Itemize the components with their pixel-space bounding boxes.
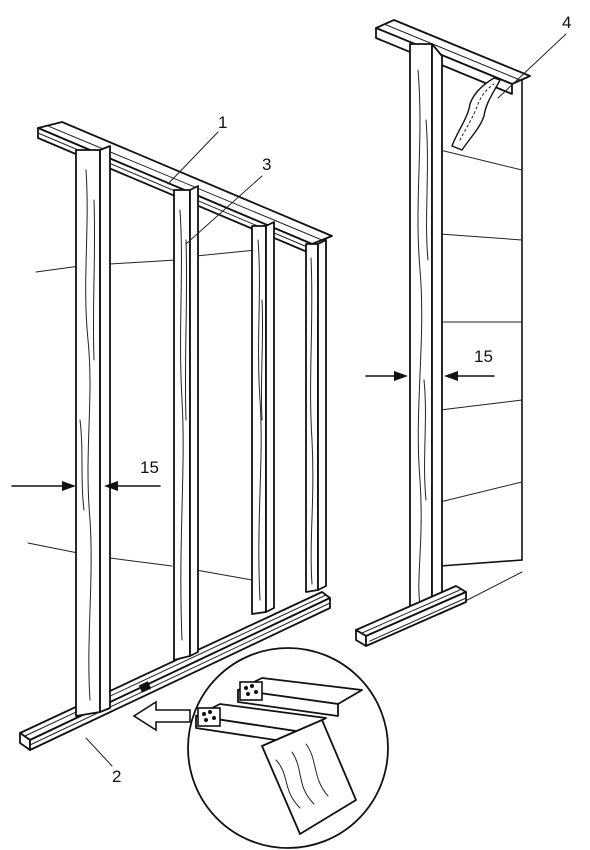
background-wall-lines — [27, 249, 257, 581]
stud-front — [75, 145, 111, 717]
left-dimension-label: 15 — [140, 458, 159, 477]
left-dimension: 15 — [11, 458, 161, 491]
right-sheathed-wall — [355, 19, 531, 647]
joint-detail-circle — [132, 647, 389, 849]
sole-connector-mark — [138, 681, 152, 693]
callout-1: 1 — [167, 113, 227, 185]
stud-end — [305, 239, 327, 593]
callout-2: 2 — [85, 737, 121, 786]
right-dimension-label: 15 — [474, 347, 493, 366]
callout-4-label: 4 — [562, 13, 571, 32]
callout-2-label: 2 — [112, 767, 121, 786]
callout-3-label: 3 — [262, 155, 271, 174]
callout-1-label: 1 — [218, 113, 227, 132]
stud-rear — [251, 221, 275, 615]
sheathed-stud — [409, 43, 443, 613]
callout-3: 3 — [185, 155, 271, 245]
sheathing-boards — [439, 77, 523, 615]
right-dimension: 15 — [365, 347, 495, 381]
left-stud-frame — [19, 121, 333, 751]
stud-middle — [173, 185, 199, 661]
detail-pointer-arrow — [132, 700, 191, 732]
callout-4: 4 — [497, 13, 571, 99]
